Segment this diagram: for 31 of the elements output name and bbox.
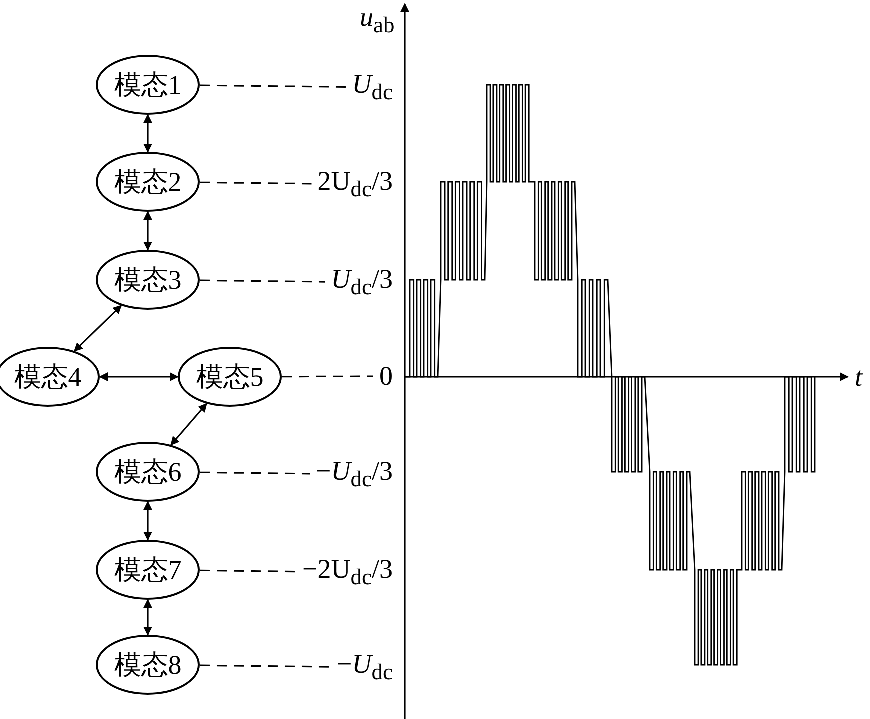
double-arrow xyxy=(144,114,152,153)
level-label: U$_{dc}$ xyxy=(352,71,393,104)
level-label: U$_{dc}$/3 xyxy=(331,266,393,299)
state-ellipse: 模态1 xyxy=(96,55,200,115)
axis-label: u$_{ab}$ xyxy=(360,4,395,37)
state-ellipse: 模态2 xyxy=(96,152,200,212)
dashed-leader-line xyxy=(200,182,312,185)
dashed-leader-line xyxy=(200,84,346,88)
state-ellipse: 模态5 xyxy=(178,347,282,407)
double-arrow xyxy=(144,599,152,636)
dashed-leader-line xyxy=(200,280,326,283)
state-ellipse: 模态3 xyxy=(96,250,200,310)
state-ellipse: 模态8 xyxy=(96,635,200,695)
axis-label: t xyxy=(855,364,863,391)
double-arrow xyxy=(144,211,152,251)
double-arrow xyxy=(74,305,122,352)
double-arrow xyxy=(170,403,208,446)
level-label: 0 xyxy=(380,363,393,390)
state-ellipse: 模态6 xyxy=(96,442,200,502)
level-label: 2U$_{dc}$/3 xyxy=(318,168,393,201)
double-arrow xyxy=(99,372,179,382)
dashed-leader-line xyxy=(200,472,310,475)
dashed-leader-line xyxy=(200,664,332,668)
level-label: −2U$_{dc}$/3 xyxy=(302,556,393,589)
double-arrow xyxy=(144,501,152,541)
dashed-leader-line xyxy=(200,570,297,573)
dashed-leader-line xyxy=(282,376,374,378)
state-ellipse: 模态7 xyxy=(96,540,200,600)
level-label: −U$_{dc}$ xyxy=(337,651,393,684)
level-label: −U$_{dc}$/3 xyxy=(316,458,393,491)
state-ellipse: 模态4 xyxy=(0,347,100,407)
